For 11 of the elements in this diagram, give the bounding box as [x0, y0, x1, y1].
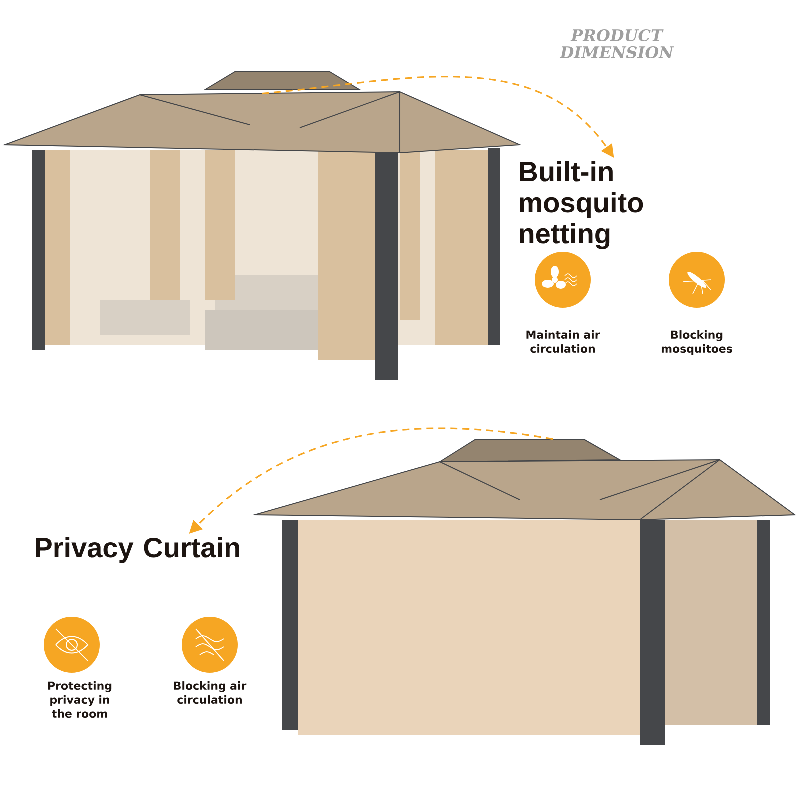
feature-icon — [44, 617, 100, 673]
feature-icon — [669, 252, 725, 308]
feature-caption: Blocking air circulation — [174, 682, 247, 704]
feature-icon — [535, 252, 591, 308]
feature-caption: Blocking mosquitoes — [662, 330, 732, 356]
feature-caption: Maintain air circulation — [526, 330, 600, 354]
heading-text: PRODUCT DIMENSION — [560, 29, 674, 59]
feature-icon — [182, 617, 238, 673]
heading-text: Built-in mosquito netting — [520, 161, 644, 250]
heading-text: Privacy Curtain — [36, 537, 240, 564]
feature-caption: Protecting privacy in the room — [48, 682, 112, 718]
